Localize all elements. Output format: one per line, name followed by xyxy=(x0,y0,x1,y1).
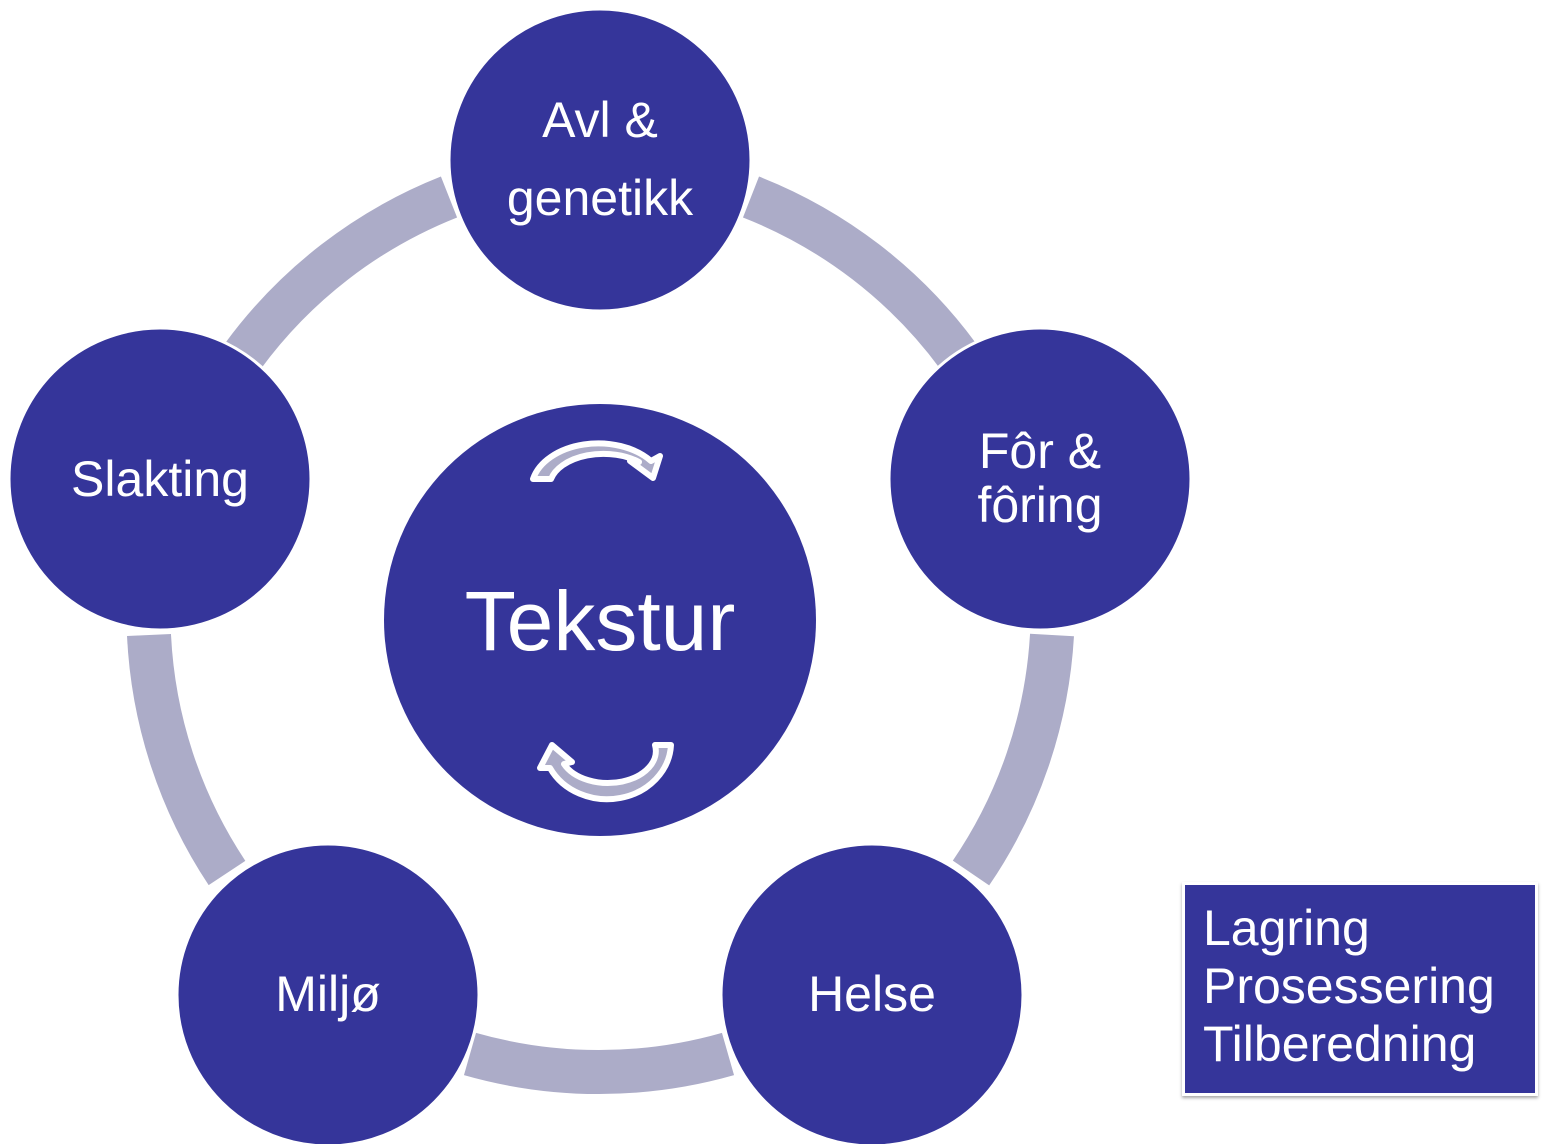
ring-arc-avl-for xyxy=(742,176,976,370)
ring-arc-slakting-avl xyxy=(225,176,458,370)
ring-arc-helse-miljo xyxy=(463,1032,735,1094)
node-helse: Helse xyxy=(719,842,1025,1144)
side-box-item-tilberedning: Tilberedning xyxy=(1203,1016,1477,1072)
node-avl-line-2: genetikk xyxy=(507,170,694,226)
cycle-arrow-bottom-icon xyxy=(537,742,674,803)
side-box-item-lagring: Lagring xyxy=(1203,900,1370,956)
node-avl-line-1: Avl & xyxy=(542,92,658,148)
node-miljo: Miljø xyxy=(175,842,481,1144)
side-box: Lagring Prosessering Tilberedning xyxy=(1182,882,1538,1096)
node-for-line-2: fôring xyxy=(977,477,1102,533)
node-helse-label: Helse xyxy=(808,966,936,1022)
node-avl-genetikk: Avl & genetikk xyxy=(447,7,753,313)
center-label: Tekstur xyxy=(465,574,736,668)
node-slakting-label: Slakting xyxy=(71,451,249,507)
center-node: Tekstur xyxy=(384,404,816,836)
side-box-item-prosessering: Prosessering xyxy=(1203,958,1495,1014)
node-miljo-label: Miljø xyxy=(275,966,381,1022)
node-for-foring: Fôr & fôring xyxy=(887,326,1193,632)
node-for-line-1: Fôr & xyxy=(979,423,1101,479)
ring-arc-for-helse xyxy=(952,633,1074,886)
ring-arc-miljo-slakting xyxy=(127,633,246,886)
cycle-arrow-top-icon xyxy=(530,440,663,482)
node-slakting: Slakting xyxy=(7,326,313,632)
